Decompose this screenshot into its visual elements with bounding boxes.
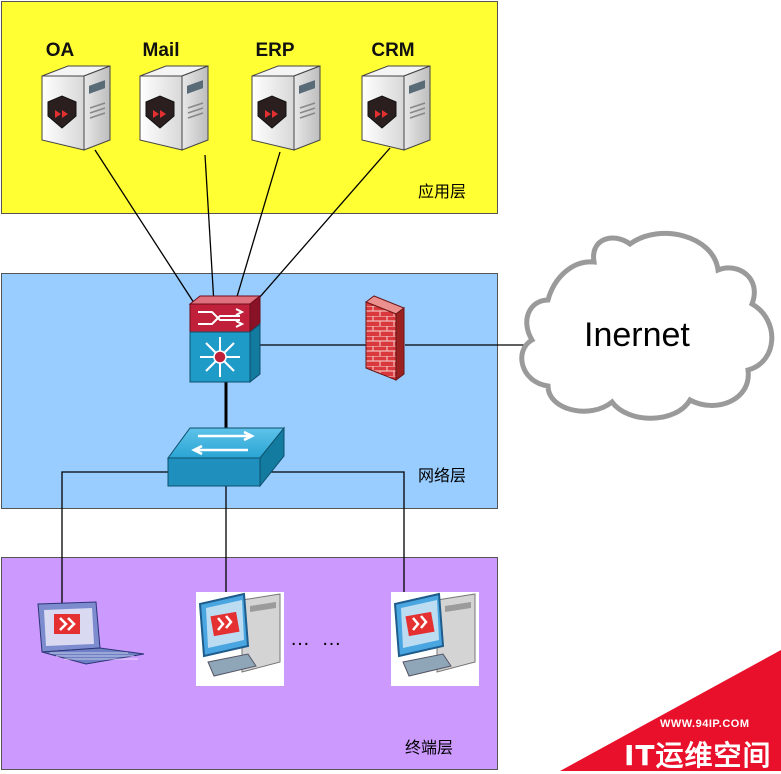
internet-label: Inernet — [584, 316, 690, 354]
terminal-ellipsis: … … — [290, 628, 345, 650]
server-label-erp: ERP — [255, 40, 295, 61]
watermark-banner — [560, 650, 781, 771]
link-laptop — [61, 471, 170, 610]
desktop-icon — [196, 592, 284, 686]
server-uplinks — [94, 147, 391, 307]
terminal-links — [61, 471, 405, 610]
server-label-oa: OA — [45, 40, 75, 61]
link-erp — [235, 151, 281, 301]
link-mail — [204, 154, 215, 305]
link-oa — [94, 149, 197, 307]
watermark-text: IT运维空间 — [624, 739, 772, 772]
application-layer-label: 应用层 — [418, 182, 467, 201]
server-label-mail: Mail — [142, 40, 180, 61]
server-icon — [139, 65, 209, 151]
core-switch-icon — [188, 294, 262, 384]
watermark-url: WWW.94IP.COM — [660, 718, 750, 730]
desktop-icon — [389, 590, 481, 688]
firewall-icon — [364, 295, 406, 381]
laptop-icon — [37, 601, 145, 665]
server-icon — [361, 65, 431, 151]
server-icon — [41, 65, 111, 151]
cloud-icon — [519, 230, 775, 421]
terminal-layer-label: 终端层 — [405, 738, 454, 757]
server-icon — [251, 65, 321, 151]
switch-icon — [167, 426, 286, 488]
network-layer-label: 网络层 — [418, 466, 467, 485]
link-crm — [251, 147, 391, 307]
server-label-crm: CRM — [371, 40, 415, 61]
link-desktop-2 — [270, 471, 405, 592]
